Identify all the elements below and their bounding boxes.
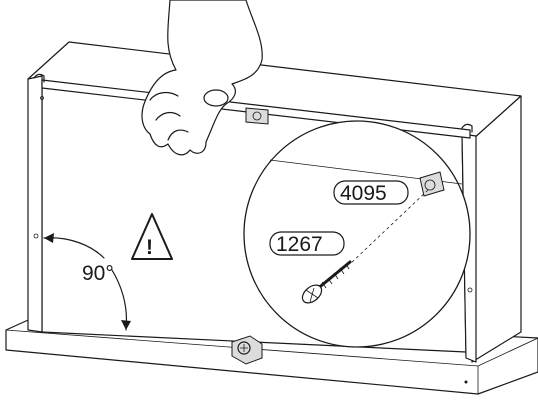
angle-label: 90° [82, 262, 114, 285]
corner-bracket-icon [231, 335, 263, 365]
top-bracket [245, 107, 269, 125]
callout-4095-label: 4095 [340, 182, 387, 205]
warning-symbol: ! [146, 236, 153, 259]
warning-triangle-icon: ! [131, 213, 173, 260]
callout-4095: 4095 [333, 180, 409, 205]
angle-indicator: 90° [43, 233, 131, 331]
screw-icon [301, 260, 352, 304]
callout-1267: 1267 [269, 231, 345, 256]
detail-magnifier [243, 120, 471, 348]
hand-icon [141, 0, 263, 156]
callout-1267-label: 1267 [276, 233, 323, 256]
